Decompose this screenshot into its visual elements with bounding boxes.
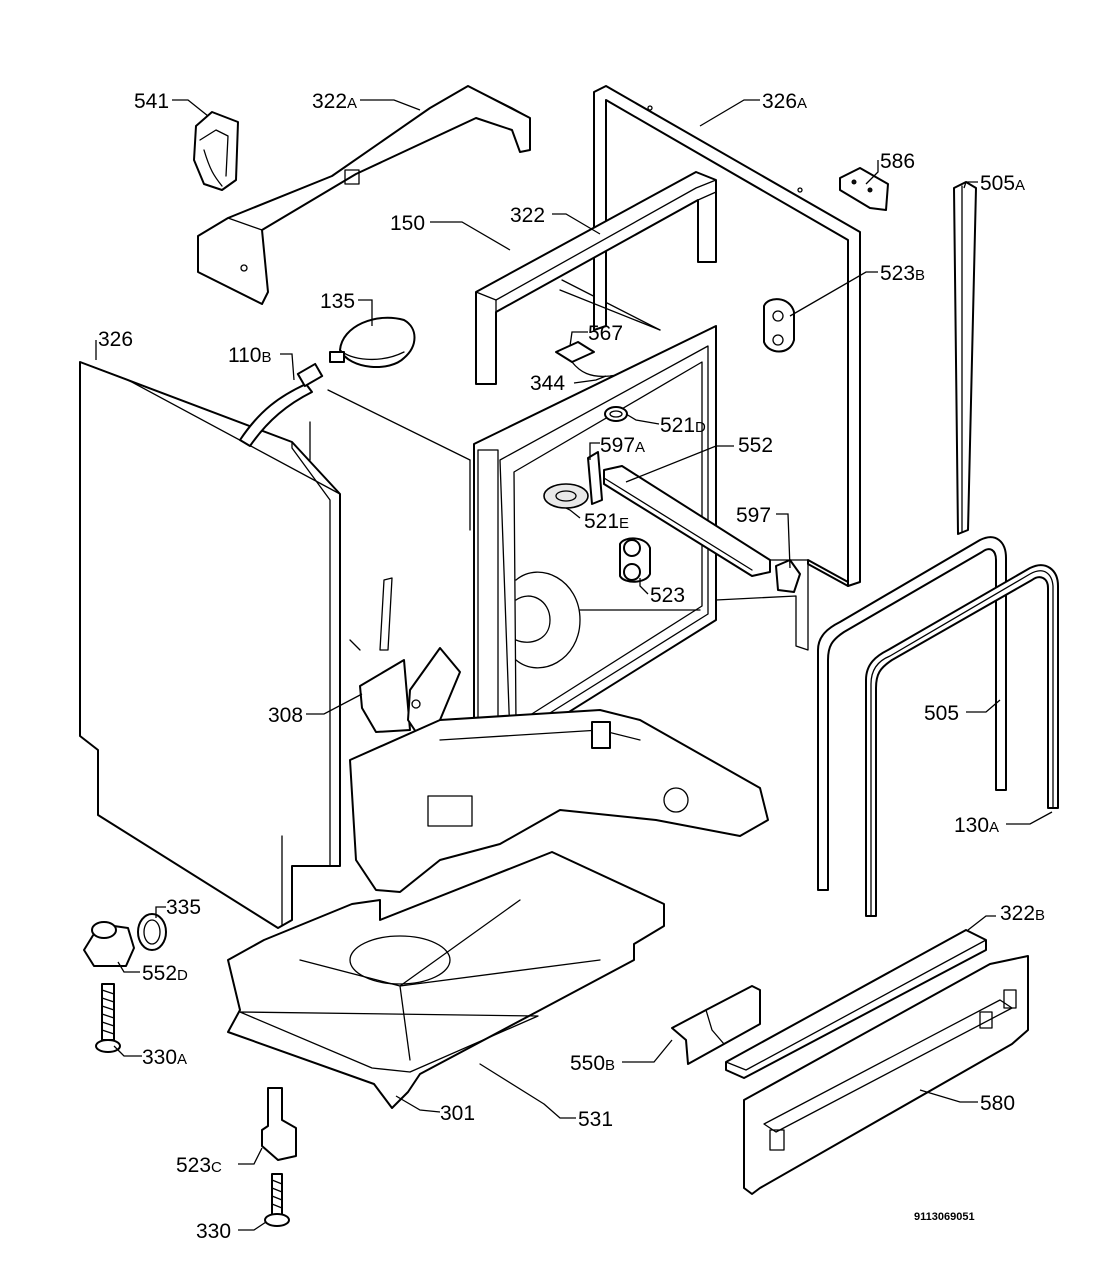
part-550b-bracket xyxy=(671,985,761,1065)
label-p586: 586 xyxy=(880,150,915,173)
label-p523: 523 xyxy=(650,584,685,607)
part-330-screw xyxy=(264,1173,290,1227)
label-p597a: 597A xyxy=(600,434,645,457)
label-p567: 567 xyxy=(588,322,623,345)
label-p301: 301 xyxy=(440,1102,475,1125)
part-580-kickplate xyxy=(743,955,1029,1195)
label-p335: 335 xyxy=(166,896,201,919)
part-322b-rail xyxy=(725,929,987,1079)
label-p322: 322 xyxy=(510,204,545,227)
label-p523b: 523B xyxy=(880,262,925,285)
part-505a-strip xyxy=(953,181,977,535)
part-301-base-tray xyxy=(227,851,665,1109)
part-523b-grommet xyxy=(763,298,795,353)
part-135-float-cap xyxy=(329,316,416,368)
part-531-rod xyxy=(479,1063,545,1105)
part-130a-seal xyxy=(865,564,1059,917)
label-p110b: 110B xyxy=(228,344,272,367)
label-p326: 326 xyxy=(98,328,133,351)
label-p308: 308 xyxy=(268,704,303,727)
label-p505a: 505A xyxy=(980,172,1025,195)
part-567-clip xyxy=(555,341,595,363)
label-p521d: 521D xyxy=(660,414,706,437)
diagram-code: 9113069051 xyxy=(914,1211,975,1223)
label-p326a: 326A xyxy=(762,90,807,113)
label-p505: 505 xyxy=(924,702,959,725)
part-150-tub xyxy=(469,289,661,531)
label-p150: 150 xyxy=(390,212,425,235)
part-541-clip xyxy=(193,111,239,191)
label-p130a: 130A xyxy=(954,814,999,837)
label-p344: 344 xyxy=(530,372,565,395)
part-tub-front-frame xyxy=(473,325,717,751)
part-521d-ring xyxy=(604,406,628,422)
label-p552d: 552D xyxy=(142,962,188,985)
label-p550b: 550B xyxy=(570,1052,615,1075)
label-p330: 330 xyxy=(196,1220,231,1243)
label-p521e: 521E xyxy=(584,510,629,533)
part-552-rail xyxy=(603,465,771,577)
part-552d-motor xyxy=(83,921,135,967)
part-110b-hose xyxy=(239,362,324,447)
part-597a-latch xyxy=(587,451,603,505)
label-p322b: 322B xyxy=(1000,902,1045,925)
part-326a-back-panel xyxy=(593,85,861,651)
label-p597: 597 xyxy=(736,504,771,527)
part-523c-holder xyxy=(261,1087,297,1161)
part-308-hinge xyxy=(359,577,461,739)
part-base-frame xyxy=(349,709,769,893)
part-322a-top-rail xyxy=(197,85,531,305)
label-p523c: 523C xyxy=(176,1154,222,1177)
tub-outline xyxy=(309,279,661,651)
label-p135: 135 xyxy=(320,290,355,313)
part-521e-ring xyxy=(543,483,589,509)
part-523-grommet xyxy=(619,537,651,583)
label-p541: 541 xyxy=(134,90,169,113)
label-p580: 580 xyxy=(980,1092,1015,1115)
part-586-bracket xyxy=(839,167,889,211)
label-p552: 552 xyxy=(738,434,773,457)
part-335-gear xyxy=(137,913,167,951)
part-330a-screw xyxy=(95,983,121,1053)
part-labels: 541 322A 326A 586 505A 150 322 523B 135 … xyxy=(98,90,1045,1243)
part-322-top-rail xyxy=(475,171,717,385)
label-p330a: 330A xyxy=(142,1046,187,1069)
part-326-side-panel xyxy=(79,361,341,929)
part-505-seal xyxy=(817,536,1007,891)
label-p531: 531 xyxy=(578,1108,613,1131)
label-p322a: 322A xyxy=(312,90,357,113)
part-597-clip xyxy=(775,559,801,593)
leader-lines xyxy=(95,99,1053,1231)
